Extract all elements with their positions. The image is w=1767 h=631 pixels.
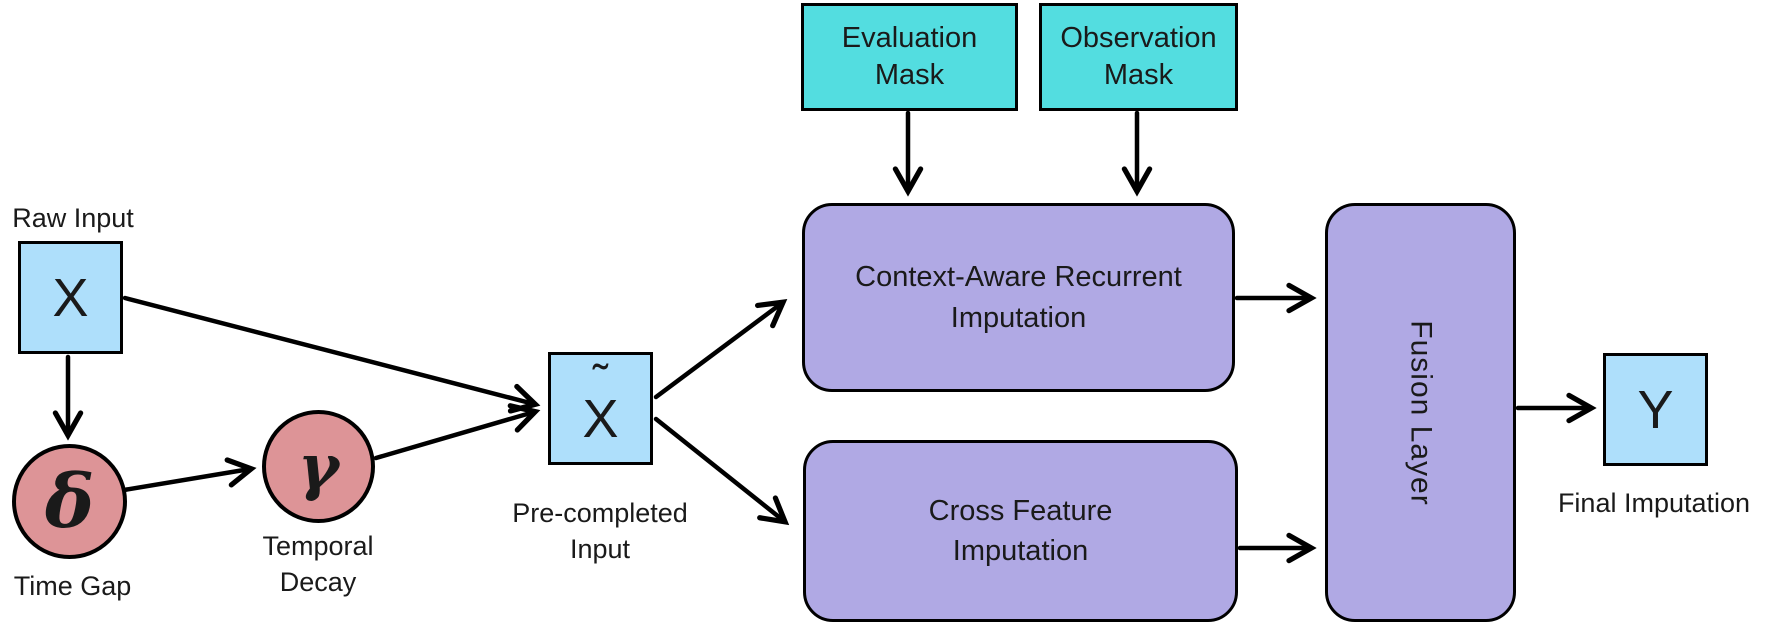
final-imputation-caption: Final Imputation (1557, 488, 1751, 518)
context-box-label-line1: Context-Aware Recurrent (855, 261, 1182, 294)
arrow-gamma-to-xtilde (373, 412, 534, 461)
fusion-layer-label: Fusion Layer (1404, 319, 1438, 506)
context-box-label-line2: Imputation (950, 301, 1087, 334)
cross-feature-imputation-box: Cross Feature Imputation (803, 440, 1238, 622)
observation-mask-label-line2: Mask (1103, 59, 1174, 91)
context-aware-recurrent-imputation-box: Context-Aware Recurrent Imputation (802, 203, 1235, 392)
raw-input-caption: Raw Input (12, 203, 134, 233)
evaluation-mask-label-line2: Mask (874, 59, 945, 91)
temporal-decay-caption-line2: Decay (279, 567, 357, 598)
x-letter: X (582, 388, 619, 449)
pre-completed-input-box: ˜ X (548, 352, 653, 465)
temporal-decay-caption: Temporal Decay (243, 528, 393, 601)
cross-box-label-line1: Cross Feature (928, 494, 1113, 527)
evaluation-mask-box: Evaluation Mask (801, 3, 1018, 111)
temporal-decay-circle: γ (262, 410, 375, 523)
cross-box-label-line2: Imputation (952, 535, 1089, 567)
arrow-delta-to-gamma (121, 469, 250, 493)
final-imputation-box: Y (1603, 353, 1708, 466)
pre-completed-caption-line2: Input (569, 534, 631, 565)
time-gap-circle: δ (12, 444, 127, 559)
observation-mask-label-line1: Observation (1060, 22, 1217, 55)
observation-mask-box: Observation Mask (1039, 3, 1238, 111)
pre-completed-caption-line1: Pre-completed (512, 498, 688, 528)
delta-symbol: δ (44, 458, 95, 545)
final-imputation-symbol: Y (1637, 379, 1674, 440)
raw-input-box: X (18, 241, 123, 354)
evaluation-mask-label-line1: Evaluation (841, 22, 978, 55)
pre-completed-input-caption: Pre-completed Input (505, 495, 695, 568)
raw-input-symbol: X (52, 267, 89, 328)
gamma-symbol: γ (298, 429, 339, 503)
arrow-xtilde-to-cross (653, 416, 784, 521)
temporal-decay-caption-line1: Temporal (262, 531, 374, 561)
arrow-x-to-xtilde (122, 295, 534, 404)
arrow-xtilde-to-context (653, 303, 782, 400)
fusion-layer-box: Fusion Layer (1325, 203, 1516, 622)
x-tilde-symbol: ˜ X (582, 358, 619, 449)
time-gap-caption: Time Gap (13, 571, 132, 601)
